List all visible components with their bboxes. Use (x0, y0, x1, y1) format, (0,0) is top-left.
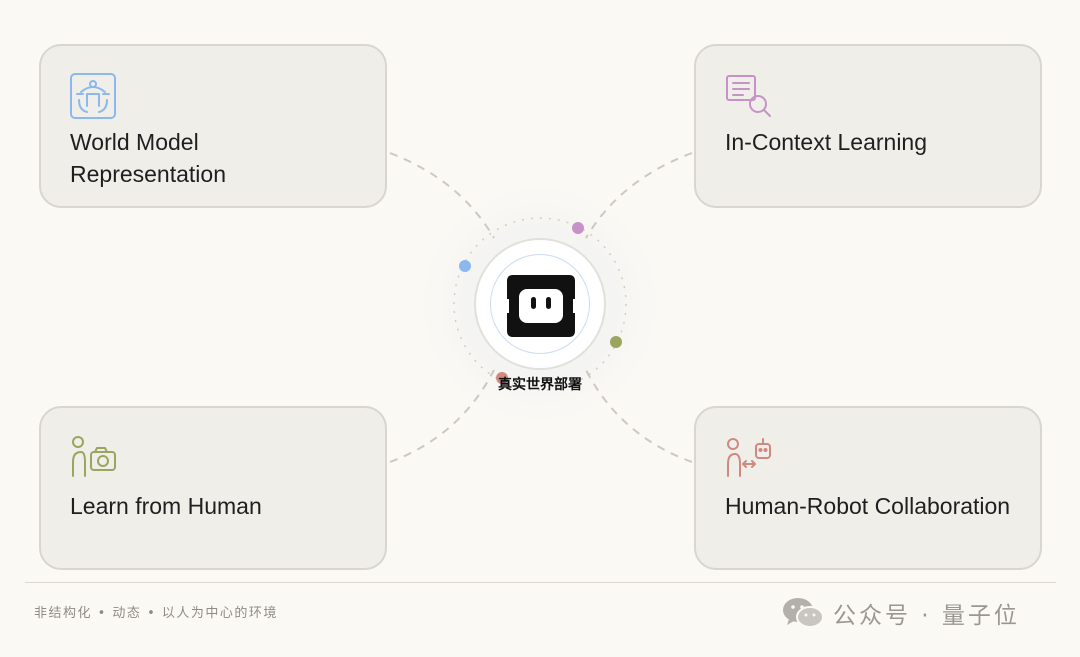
wechat-icon (783, 598, 824, 628)
card-title: World Model Representation (70, 129, 226, 187)
orbit-dot-red (496, 372, 508, 384)
watermark: 公众号 · 量子位 (781, 595, 1020, 631)
orbit-dot-purple (572, 222, 584, 234)
footer-divider (25, 582, 1056, 583)
connector-learn-human (389, 369, 495, 463)
card-in-context-learning: In-Context Learning (694, 44, 1042, 208)
card-human-robot-collaboration: Human-Robot Collaboration (694, 406, 1042, 570)
card-title: Human-Robot Collaboration (725, 493, 1011, 519)
connector-world-model (389, 152, 495, 239)
card-world-model: World Model Representation (39, 44, 387, 208)
card-learn-from-human: Learn from Human (39, 406, 387, 570)
person-robot-icon (724, 434, 772, 482)
footer-tagline: 非结构化 • 动态 • 以人为中心的环境 (34, 606, 278, 621)
document-search-icon (724, 72, 772, 120)
connector-in-context (585, 152, 693, 239)
robot-face-logo (501, 275, 581, 337)
orbit-dot-green (610, 336, 622, 348)
orbit-ring (453, 217, 627, 391)
watermark-text: 公众号 · 量子位 (833, 603, 1020, 629)
card-title: In-Context Learning (725, 129, 928, 155)
card-title: Learn from Human (70, 493, 262, 519)
world-model-icon (69, 72, 117, 120)
center-label: 真实世界部署 (498, 377, 582, 393)
connector-hri (585, 369, 693, 463)
center-hub (474, 238, 606, 370)
person-camera-icon (69, 434, 117, 482)
orbit-dot-blue (459, 260, 471, 272)
